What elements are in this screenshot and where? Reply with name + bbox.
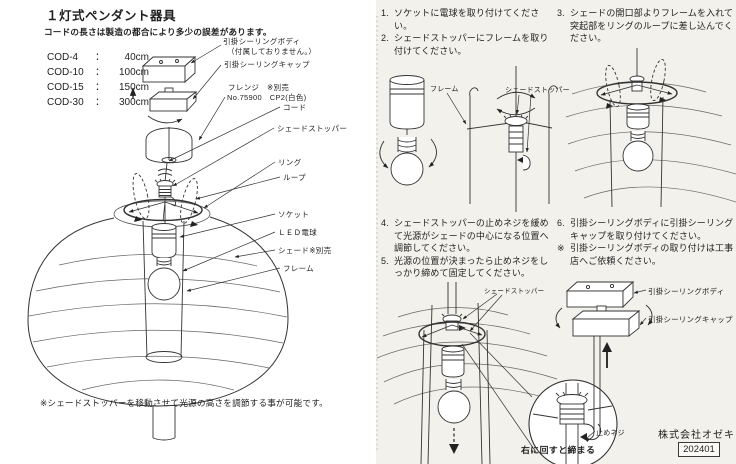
label-ceiling-cap: 引掛シーリングキャップ (224, 60, 310, 69)
height-adjust-footnote: ※シェードストッパーを移動させて光源の高さを調節する事が可能です。 (40, 398, 328, 408)
cord-length-row: COD-15 ： 150cm (47, 80, 149, 95)
label-frame: フレーム (283, 264, 314, 273)
step-item: ※ 引掛シーリングボディの取り付けは工事店へご依頼ください。 (557, 242, 736, 267)
label-socket: ソケット (278, 210, 310, 219)
caption-turn-right-to-tighten: 右に回すと締まる (521, 445, 596, 455)
label-cord: コード (283, 103, 307, 112)
label-ceiling-body-step6: 引掛シーリングボディ (648, 287, 725, 296)
cord-length: 300cm (118, 97, 149, 108)
step-number: 3. (557, 8, 565, 18)
cord-length-row: COD-30 ： 300cm (47, 95, 149, 110)
steps-1-2: 1. ソケットに電球を取り付けてください。 2. シェードストッパーにフレームを… (381, 7, 557, 57)
model-name: COD-4 (47, 52, 79, 63)
label-shade: シェード※別売 (278, 246, 332, 255)
step-item: 2. シェードストッパーにフレームを取り付けてください。 (381, 32, 557, 57)
label-set-screw: 止めネジ (596, 430, 625, 437)
step-number: 5. (381, 255, 389, 266)
label-frame-step12: フレーム (430, 86, 459, 93)
step-text: 引掛シーリングボディの取り付けは工事店へご依頼ください。 (570, 243, 734, 266)
colon: ： (95, 82, 105, 93)
model-name: COD-10 (47, 67, 84, 78)
step-number: 2. (381, 33, 389, 44)
revision-code-box: 202401 (678, 442, 720, 457)
step-item: 4. シェードストッパーの止めネジを緩めて光源がシェードの中心になる位置へ調節し… (381, 217, 557, 255)
step-text: ソケットに電球を取り付けてください。 (394, 8, 540, 31)
step-text: 光源の位置が決まったら止めネジをしっかり締めて固定してください。 (394, 255, 549, 279)
steps-4-5: 4. シェードストッパーの止めネジを緩めて光源がシェードの中心になる位置へ調節し… (381, 217, 557, 280)
colon: ： (95, 67, 105, 78)
label-shade-stopper: シェードストッパー (277, 124, 348, 133)
step-item: 1. ソケットに電球を取り付けてください。 (381, 7, 557, 32)
colon: ： (95, 97, 105, 108)
cord-length-row: COD-4 ： 40cm (47, 50, 149, 65)
step-text: シェードストッパーの止めネジを緩めて光源がシェードの中心になる位置へ調節してくだ… (394, 218, 549, 254)
cord-length-row: COD-10 ： 100cm (47, 65, 149, 80)
label-ring: リング (278, 158, 302, 167)
company-name: 株式会社オゼキ (658, 430, 735, 441)
step-number: 6. (557, 218, 565, 228)
label-loop: ループ (283, 173, 306, 182)
step-item: 5. 光源の位置が決まったら止めネジをしっかり締めて固定してください。 (381, 255, 557, 280)
step-number: ※ (557, 243, 565, 254)
step-number: 1. (381, 8, 389, 18)
page-title: １灯式ペンダント器具 (46, 9, 177, 23)
step-text: 引掛シーリングボディに引掛シーリングキャップを取り付けてください。 (570, 218, 734, 241)
step-item: 6. 引掛シーリングボディに引掛シーリングキャップを取り付けてください。 (557, 217, 736, 242)
step-text: シェードストッパーにフレームを取り付けてください。 (394, 33, 549, 56)
step-item: 3. シェードの開口部よりフレームを入れて突起部をリングのループに差し込んでくだ… (557, 7, 736, 45)
label-led-bulb: ＬＥＤ電球 (278, 228, 317, 237)
label-shade-stopper-step45: シェードストッパー (484, 288, 545, 295)
subtitle-note: コードの長さは製造の都合により多少の誤差があります。 (44, 27, 272, 37)
cord-length: 150cm (118, 82, 149, 93)
label-ceiling-body: 引掛シーリングボディ (223, 37, 301, 46)
model-name: COD-30 (47, 97, 84, 108)
colon: ： (95, 52, 105, 63)
cord-length-table: COD-4 ： 40cm COD-10 ： 100cm COD-15 ： 150… (47, 50, 149, 110)
step-6: 6. 引掛シーリングボディに引掛シーリングキャップを取り付けてください。 ※ 引… (557, 217, 736, 267)
label-shade-stopper-step12: シェードストッパー (505, 87, 570, 94)
step-text: シェードの開口部よりフレームを入れて突起部をリングのループに差し込んでください。 (570, 8, 734, 44)
label-flange: フレンジ ※別売 (228, 83, 290, 92)
label-ceiling-body-note: （付属しておりません。） (227, 47, 317, 56)
label-ceiling-cap-step6: 引掛シーリングキャップ (648, 315, 733, 324)
cord-length: 40cm (124, 52, 149, 63)
step-3: 3. シェードの開口部よりフレームを入れて突起部をリングのループに差し込んでくだ… (557, 7, 736, 45)
label-flange-note: No.75900 CP2(白色) (227, 93, 307, 102)
step-number: 4. (381, 218, 389, 228)
cord-length: 100cm (118, 67, 149, 78)
model-name: COD-15 (47, 82, 84, 93)
